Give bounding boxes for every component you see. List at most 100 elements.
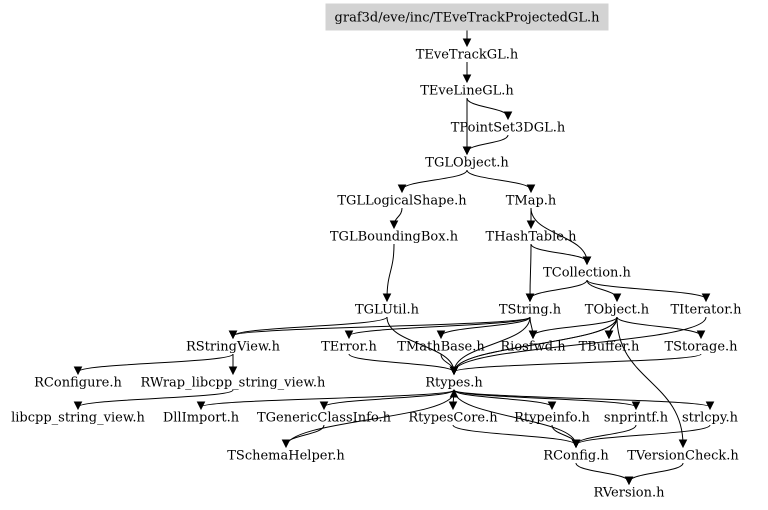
node-label[interactable]: TEveLineGL.h xyxy=(420,84,514,99)
edge-n2-n3 xyxy=(466,97,509,118)
edge-n22-n24 xyxy=(200,389,455,408)
edge-n12-n32 xyxy=(616,316,684,446)
node-label[interactable]: TStorage.h xyxy=(664,340,738,355)
edge-arrowhead xyxy=(196,401,206,411)
edge-n14-n20 xyxy=(77,353,234,373)
root-node-label[interactable]: graf3d/eve/inc/TEveTrackProjectedGL.h xyxy=(335,11,601,26)
edge-n26-n31 xyxy=(452,424,577,446)
edge-arrowhead xyxy=(503,111,513,121)
node-label[interactable]: RtypesCore.h xyxy=(408,411,498,426)
edge-n22-n28 xyxy=(453,389,637,408)
edge-n8-n11 xyxy=(529,243,532,300)
node-label[interactable]: TGLBoundingBox.h xyxy=(330,230,459,245)
edge-n11-n14 xyxy=(232,316,531,337)
edge-arrowhead xyxy=(604,330,614,340)
edge-arrowhead xyxy=(547,401,557,411)
edge-arrowhead xyxy=(228,366,238,376)
edge-n6-n9 xyxy=(530,207,588,263)
edge-n9-n13 xyxy=(586,279,707,300)
edge-arrowhead xyxy=(696,330,706,340)
node-label[interactable]: TMap.h xyxy=(506,194,557,209)
edge-arrowhead xyxy=(624,476,634,486)
edge-arrowhead xyxy=(582,256,592,266)
node-label[interactable]: TCollection.h xyxy=(543,266,631,281)
edge-arrowhead xyxy=(571,439,581,449)
node-label[interactable]: TVersionCheck.h xyxy=(627,449,739,464)
edge-n22-n29 xyxy=(453,389,711,408)
edge-n3-n4 xyxy=(466,134,509,153)
edge-n28-n31 xyxy=(575,424,637,446)
node-label[interactable]: TSchemaHelper.h xyxy=(227,449,345,464)
edge-n13-n22 xyxy=(453,316,707,373)
edge-arrowhead xyxy=(436,330,446,340)
node-label[interactable]: TMathBase.h xyxy=(397,340,485,355)
edge-n4-n6 xyxy=(466,169,532,191)
edge-arrowhead xyxy=(526,184,536,194)
node-label[interactable]: Rtypes.h xyxy=(425,376,483,391)
edge-arrowhead xyxy=(525,293,535,303)
node-label[interactable]: TGLObject.h xyxy=(425,156,509,171)
edge-n19-n22 xyxy=(453,353,702,373)
edge-arrowhead xyxy=(528,330,538,340)
node-label[interactable]: TEveTrackGL.h xyxy=(416,48,519,63)
node-label[interactable]: TBuffer.h xyxy=(579,340,640,355)
edge-n11-n16 xyxy=(440,316,531,337)
node-label[interactable]: TString.h xyxy=(499,303,562,318)
edge-arrowhead xyxy=(73,366,83,376)
node-label[interactable]: Riosfwd.h xyxy=(500,340,566,355)
edge-n7-n10 xyxy=(386,243,395,300)
edge-arrowhead xyxy=(319,401,329,411)
node-label[interactable]: TGenericClassInfo.h xyxy=(257,411,392,426)
node-label[interactable]: RVersion.h xyxy=(594,486,666,501)
edge-arrowhead xyxy=(462,146,472,156)
edge-arrowhead xyxy=(228,330,238,340)
edge-n10-n22 xyxy=(386,316,455,373)
edge-arrowhead xyxy=(462,38,472,48)
edge-arrowhead xyxy=(678,439,688,449)
node-label[interactable]: strlcpy.h xyxy=(682,411,739,426)
edge-arrowhead xyxy=(701,293,711,303)
edge-n12-n17 xyxy=(532,316,618,337)
edge-n12-n19 xyxy=(616,316,702,337)
edge-n11-n15 xyxy=(348,316,531,337)
node-label[interactable]: TError.h xyxy=(321,340,377,355)
edge-n11-n22 xyxy=(453,316,531,373)
edge-n10-n14 xyxy=(232,316,388,337)
node-label[interactable]: RStringView.h xyxy=(186,340,281,355)
node-label[interactable]: libcpp_string_view.h xyxy=(11,411,145,426)
edge-arrowhead xyxy=(449,366,459,376)
edge-arrowhead xyxy=(705,401,715,411)
edge-n31-n33 xyxy=(575,462,630,483)
edge-arrowhead xyxy=(344,330,354,340)
node-label[interactable]: TGLUtil.h xyxy=(355,303,420,318)
edge-n4-n5 xyxy=(401,169,468,191)
edge-n15-n22 xyxy=(348,353,455,373)
node-label[interactable]: TGLLogicalShape.h xyxy=(337,194,467,209)
node-label[interactable]: THashTable.h xyxy=(486,230,578,245)
node-label[interactable]: TObject.h xyxy=(585,303,650,318)
edge-n9-n11 xyxy=(529,279,588,300)
edge-n22-n27 xyxy=(453,389,553,408)
node-label[interactable]: RWrap_libcpp_string_view.h xyxy=(141,376,327,391)
edge-arrowhead xyxy=(631,401,641,411)
node-label[interactable]: RConfig.h xyxy=(543,449,609,464)
edge-n12-n22 xyxy=(453,316,618,373)
edge-arrowhead xyxy=(397,184,407,194)
edge-arrowhead xyxy=(526,220,536,230)
node-label[interactable]: TPointSet3DGL.h xyxy=(451,121,566,136)
edge-n25-n30 xyxy=(285,424,325,446)
node-label[interactable]: Rtypeinfo.h xyxy=(514,411,590,426)
node-label[interactable]: snprintf.h xyxy=(604,411,669,426)
nodes-layer: graf3d/eve/inc/TEveTrackProjectedGL.hTEv… xyxy=(11,3,742,501)
edge-arrowhead xyxy=(389,220,399,230)
edge-n30-n22 xyxy=(285,391,455,448)
edge-n29-n31 xyxy=(575,424,711,446)
edge-arrowhead xyxy=(449,388,459,398)
node-label[interactable]: RConfigure.h xyxy=(34,376,122,391)
edge-arrowhead xyxy=(462,74,472,84)
edge-n22-n31 xyxy=(453,389,577,446)
root-node-box xyxy=(325,3,609,31)
node-label[interactable]: DllImport.h xyxy=(163,411,240,426)
node-label[interactable]: TIterator.h xyxy=(670,303,742,318)
